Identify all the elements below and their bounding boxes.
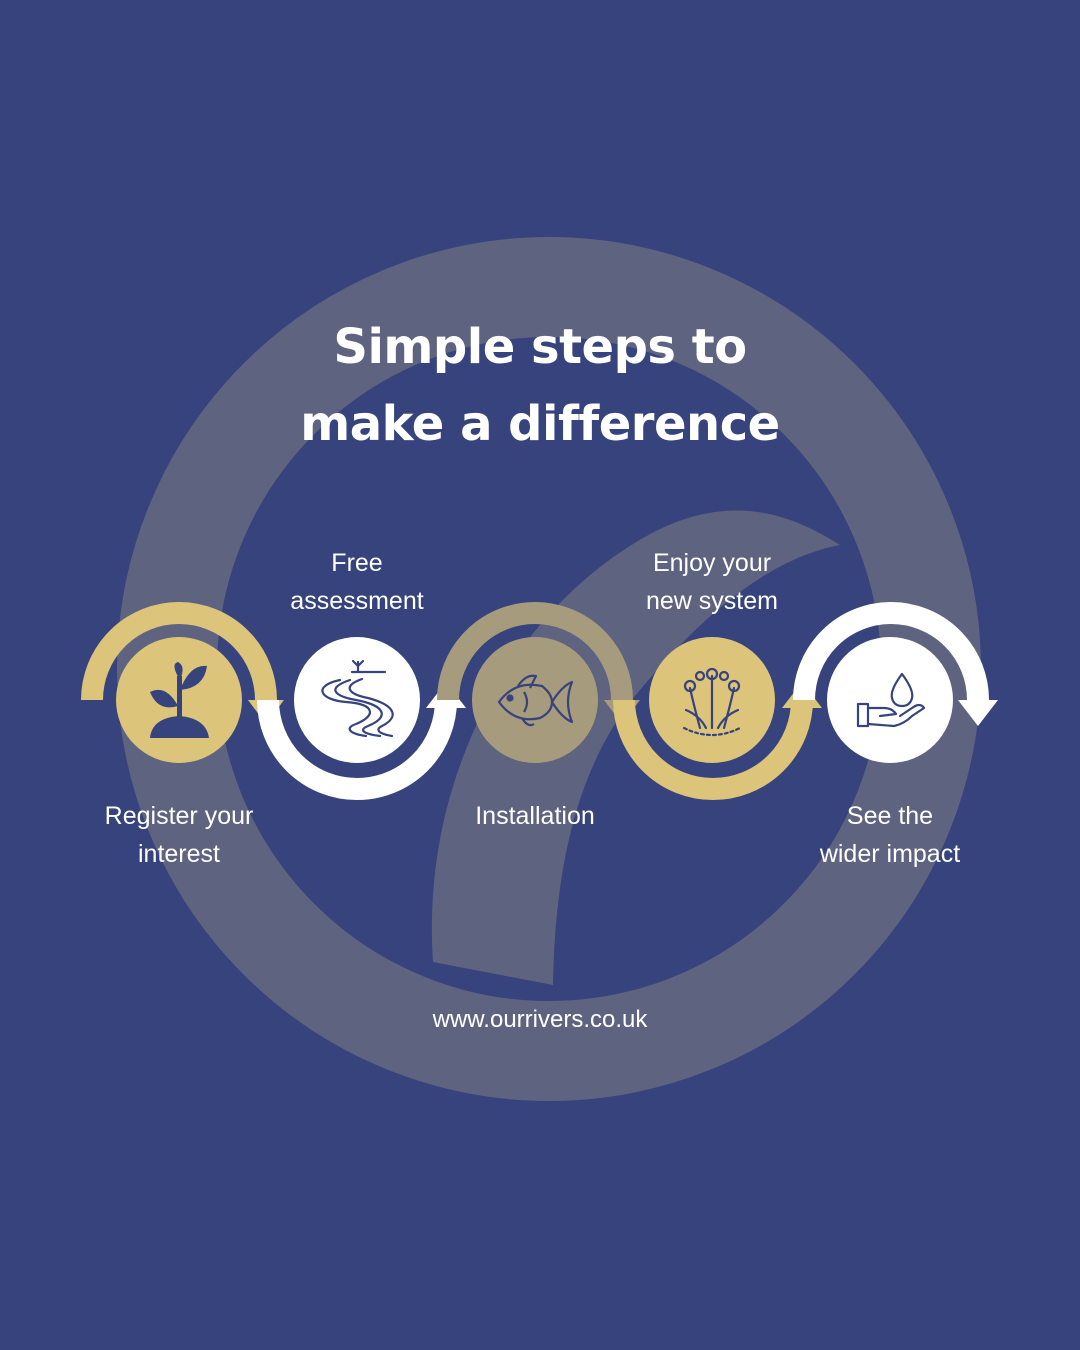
plant-sprout-icon <box>150 662 209 738</box>
step-5-label-line-2: wider impact <box>819 840 961 868</box>
step-3-circle <box>472 637 598 763</box>
step-1-label: Register your interest <box>59 797 299 873</box>
step-3-label-line-1: Installation <box>475 802 595 830</box>
step-2-label-line-1: Free <box>331 549 383 577</box>
arrow-arc-1 <box>81 602 277 701</box>
arrow-arc-3 <box>437 602 633 701</box>
website-url[interactable]: www.ourrivers.co.uk <box>432 1006 648 1033</box>
step-3-label: Installation <box>415 797 655 835</box>
arrow-arc-2 <box>257 699 457 800</box>
arrow-arc-4 <box>613 699 813 800</box>
winding-river-icon <box>321 659 394 738</box>
fish-icon <box>497 674 574 727</box>
flow-arrows <box>81 602 998 800</box>
step-5-circle <box>827 637 953 763</box>
step-4-label-line-1: Enjoy your <box>652 549 772 577</box>
step-1-label-line-2: interest <box>138 840 220 868</box>
page-title-line-2: make a difference <box>300 396 780 452</box>
hand-water-drop-icon <box>856 672 926 728</box>
step-2-label-line-2: assessment <box>290 587 424 615</box>
step-1-label-line-1: Register your <box>104 802 254 830</box>
step-4-label: Enjoy your new system <box>592 544 832 620</box>
arrow-head-5 <box>958 700 998 726</box>
arrow-arc-5 <box>793 602 989 701</box>
step-5-label: See the wider impact <box>770 797 1010 873</box>
page-title-line-1: Simple steps to <box>333 319 747 375</box>
step-2-label: Free assessment <box>237 544 477 620</box>
wetland-plants-icon <box>682 667 742 737</box>
step-5-label-line-1: See the <box>846 802 934 830</box>
step-4-label-line-2: new system <box>646 587 778 615</box>
